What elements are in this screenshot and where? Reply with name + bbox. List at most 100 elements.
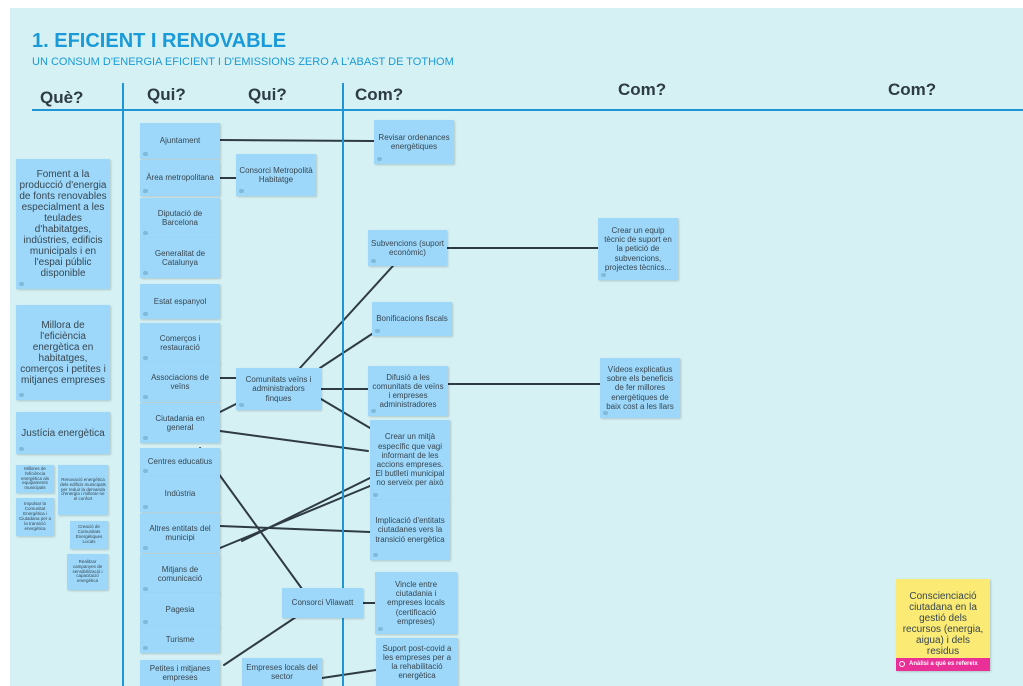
sticky-note[interactable]: Subvencions (suport econòmic) [368,230,447,266]
reaction-icon[interactable] [371,409,376,413]
sticky-note[interactable]: Comunitats veïns i administradors finque… [236,368,321,410]
link-comunitats-crear [320,398,371,429]
sticky-note[interactable]: Generalitat de Catalunya [140,238,220,278]
column-header-com-3: Com? [888,80,937,99]
sticky-note[interactable]: Empreses locals del sector [242,658,322,686]
sticky-note[interactable]: Vídeos explicatius sobre els beneficis d… [600,358,680,418]
reaction-icon[interactable] [143,436,148,440]
column-header-com-2: Com? [618,80,667,99]
note-text: Foment a la producció d'energia de fonts… [19,169,107,279]
sticky-note[interactable]: Diputació de Barcelona [140,198,220,238]
sticky-note[interactable]: Millora de l'eficiència energètica en ha… [16,305,110,400]
column-divider-2 [342,83,344,686]
reaction-icon[interactable] [375,329,380,333]
whiteboard: 1. EFICIENT I RENOVABLE UN CONSUM D'ENER… [10,8,1023,686]
reaction-icon[interactable] [143,469,148,473]
column-header-que: Què? [40,88,84,107]
sticky-note[interactable]: Implicació d'entitats ciutadanes vers la… [370,500,450,560]
reaction-icon[interactable] [603,411,608,415]
sticky-note[interactable]: Ciutadania en general [140,403,220,443]
note-text: Implicació d'entitats ciutadanes vers la… [375,516,445,544]
sticky-note[interactable]: Consorci Metropolità Habitatge [236,154,316,196]
reaction-icon[interactable] [143,312,148,316]
reaction-icon[interactable] [239,189,244,193]
note-text: Revisar ordenances energètiques [378,132,450,151]
link-ciutadania-comunitats [219,403,237,413]
sticky-note[interactable]: Mitjans de comunicació [140,554,220,594]
sticky-note-small[interactable]: Realitzar campanyes de sensibilització i… [67,554,108,590]
sticky-note[interactable]: Crear un equip tècnic de suport en la pe… [598,218,678,280]
sticky-note[interactable]: Consorci Vilawatt [282,588,363,618]
sticky-note[interactable]: Comerços i restauració [140,323,220,363]
note-text: Petites i mitjanes empreses [149,663,211,682]
sticky-note[interactable]: Difusió a les comunitats de veïns i empr… [368,366,448,416]
note-text: Centres educatius [147,457,213,467]
sticky-note[interactable]: Pagesia [140,593,220,627]
link-ciutadania-crear [219,430,369,452]
column-header-qui-1: Qui? [147,85,186,104]
sticky-note[interactable]: Ajuntament [140,123,220,159]
note-text: Crear un equip tècnic de suport en la pe… [604,226,672,272]
reply-icon [899,661,905,667]
sticky-note[interactable]: Indústria [140,476,220,512]
note-text: Mitjans de comunicació [157,564,203,583]
sticky-note[interactable]: Suport post-covid a les empreses per a l… [376,638,458,686]
reply-label: Anàlisi a què es refereix [909,661,978,667]
link-comunitats-subvencions [299,255,403,369]
sticky-note-small[interactable]: Impulsar la Comunitat Energètica i Ciuta… [16,498,54,536]
link-empreses-suport [321,669,377,679]
reaction-icon[interactable] [377,157,382,161]
sticky-note[interactable]: Revisar ordenances energètiques [374,120,454,164]
page-title: 1. EFICIENT I RENOVABLE [32,30,287,52]
reaction-icon[interactable] [373,493,378,497]
sticky-note[interactable]: Centres educatius [140,448,220,476]
sticky-note[interactable]: Altres entitats del municipi [140,513,220,553]
reaction-icon[interactable] [143,189,148,193]
column-header-com-1: Com? [355,85,404,104]
sticky-note-small[interactable]: Creació de Comunitats Energètiques Local… [70,521,108,549]
note-text: Associacions de veïns [151,372,209,391]
sticky-note[interactable]: Foment a la producció d'energia de fonts… [16,159,110,289]
sticky-note[interactable]: Petites i mitjanes empreses [140,660,220,686]
reaction-icon[interactable] [601,273,606,277]
note-reply-bar[interactable]: Anàlisi a què es refereix [896,658,990,671]
note-text: Vídeos explicatius sobre els beneficis d… [606,365,674,411]
sticky-note-small[interactable]: Millores de l'eficiència energètica als … [16,465,54,493]
reaction-icon[interactable] [239,403,244,407]
reaction-icon[interactable] [19,282,24,286]
reaction-icon[interactable] [373,553,378,557]
note-text: Subvencions (suport econòmic) [371,238,444,257]
sticky-note-yellow[interactable]: Conscienciació ciutadana en la gestió de… [896,579,990,671]
note-text: Millora de l'eficiència energètica en ha… [20,319,106,386]
reaction-icon[interactable] [143,231,148,235]
reaction-icon[interactable] [143,587,148,591]
note-text: Pagesia [165,605,195,615]
note-text: Àrea metropolitana [146,173,214,183]
sticky-note[interactable]: Turisme [140,626,220,653]
note-text: Vincle entre ciutadania i empreses local… [387,580,445,626]
reaction-icon[interactable] [143,620,148,624]
reaction-icon[interactable] [143,356,148,360]
page-subtitle: UN CONSUM D'ENERGIA EFICIENT I D'EMISSIO… [32,56,454,68]
sticky-note[interactable]: Vincle entre ciutadania i empreses local… [375,572,457,634]
reaction-icon[interactable] [143,271,148,275]
reaction-icon[interactable] [143,546,148,550]
reaction-icon[interactable] [143,505,148,509]
reaction-icon[interactable] [143,395,148,399]
sticky-note[interactable]: Crear un mitjà específic que vagi inform… [370,420,450,500]
reaction-icon[interactable] [19,393,24,397]
reaction-icon[interactable] [143,646,148,650]
reaction-icon[interactable] [371,259,376,263]
sticky-note[interactable]: Associacions de veïns [140,362,220,402]
reaction-icon[interactable] [378,627,383,631]
sticky-note[interactable]: Bonificacions fiscals [372,302,452,336]
reaction-icon[interactable] [19,447,24,451]
sticky-note[interactable]: Justícia energètica [16,412,110,454]
sticky-note[interactable]: Estat espanyol [140,284,220,319]
note-text: Realitzar campanyes de sensibilització i… [72,558,103,584]
note-text: Renovació energètica dels edificis munic… [60,476,106,502]
sticky-note-small[interactable]: Renovació energètica dels edificis munic… [58,465,108,515]
sticky-note[interactable]: Àrea metropolitana [140,160,220,196]
note-text: Suport post-covid a les empreses per a l… [382,643,452,681]
reaction-icon[interactable] [143,152,148,156]
